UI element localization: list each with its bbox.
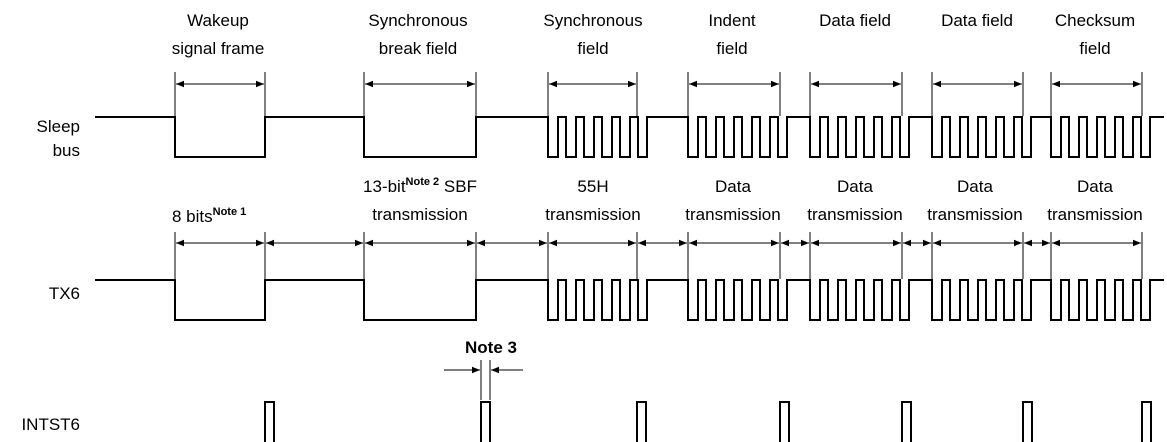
tx-label-data4-line2: transmission <box>1047 205 1142 224</box>
field-indent-line2: field <box>716 39 747 58</box>
intst6-pulse-3 <box>636 401 647 442</box>
tx-label-55h-line2: transmission <box>545 205 640 224</box>
tx6-waveform <box>95 279 1164 321</box>
signal-label-tx6: TX6 <box>49 284 80 303</box>
tx-label-data1-line1: Data <box>715 177 751 196</box>
tx-label-data1-line2: transmission <box>685 205 780 224</box>
intst6-pulse-6 <box>1022 401 1033 442</box>
field-sync-line2: field <box>577 39 608 58</box>
signal-label-intst6: INTST6 <box>21 415 80 434</box>
field-indent-line1: Indent <box>708 11 756 30</box>
field-data-2: Data field <box>941 11 1013 30</box>
tx-label-data3-line2: transmission <box>927 205 1022 224</box>
tx-label-sbf-line2: transmission <box>372 205 467 224</box>
tx-label-55h-line1: 55H <box>577 177 608 196</box>
field-data-1: Data field <box>819 11 891 30</box>
tx-labels: 8 bitsNote 1 13-bitNote 2 SBF transmissi… <box>172 176 1143 226</box>
field-wakeup-line1: Wakeup <box>187 11 249 30</box>
field-wakeup-line2: signal frame <box>172 39 265 58</box>
signal-label-sleep-bus-line1: Sleep <box>37 117 80 136</box>
signal-label-sleep-bus-line2: bus <box>53 141 80 160</box>
field-sync-line1: Synchronous <box>543 11 642 30</box>
tx-label-8bits: 8 bitsNote 1 <box>172 206 246 226</box>
note3-arrows <box>444 360 523 400</box>
tx-span-arrows <box>174 232 1143 279</box>
tx-label-data3-line1: Data <box>957 177 993 196</box>
tx-label-data2-line2: transmission <box>807 205 902 224</box>
field-checksum-line2: field <box>1079 39 1110 58</box>
intst6-pulse-5 <box>901 401 912 442</box>
field-headers: Wakeup signal frame Synchronous break fi… <box>172 11 1135 58</box>
intst6-pulses <box>264 401 1152 442</box>
tx-label-data4-line1: Data <box>1077 177 1113 196</box>
field-sync-break-line1: Synchronous <box>368 11 467 30</box>
field-sync-break-line2: break field <box>379 39 457 58</box>
tx-label-data2-line1: Data <box>837 177 873 196</box>
note3-label: Note 3 <box>465 338 517 357</box>
intst6-pulse-4 <box>779 401 790 442</box>
tx-label-sbf-line1: 13-bitNote 2 SBF <box>363 176 477 196</box>
field-checksum-line1: Checksum <box>1055 11 1135 30</box>
intst6-pulse-2 <box>480 401 491 442</box>
intst6-pulse-1 <box>264 401 275 442</box>
intst6-pulse-7 <box>1141 401 1152 442</box>
field-span-arrows <box>174 72 1143 116</box>
sleep-bus-waveform <box>95 116 1164 158</box>
